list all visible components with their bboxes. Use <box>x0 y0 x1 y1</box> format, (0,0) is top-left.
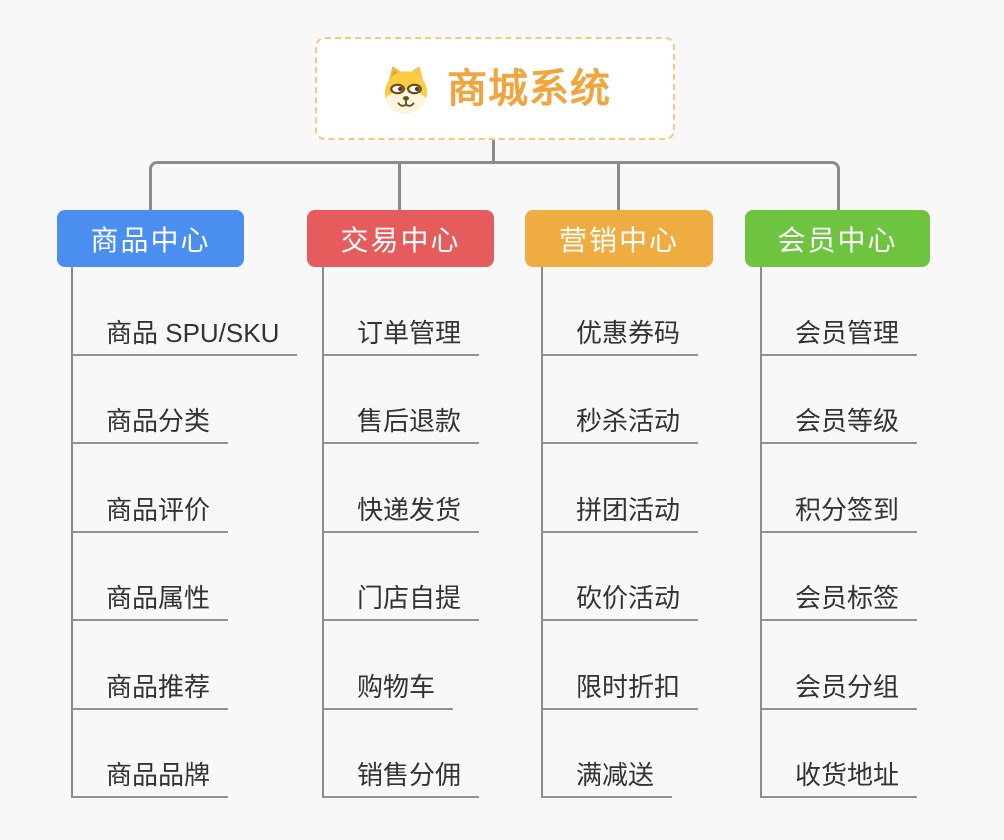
root-node[interactable]: 商城系统 <box>315 37 675 140</box>
branch-node-product-center[interactable]: 商品中心 <box>57 210 244 267</box>
branch-node-marketing-center[interactable]: 营销中心 <box>525 210 713 267</box>
leaf-node-product-recommend[interactable]: 商品推荐 <box>73 674 229 710</box>
leaf-node-product-brand[interactable]: 商品品牌 <box>73 762 229 798</box>
leaf-node-shipping-address[interactable]: 收货地址 <box>762 762 918 798</box>
leaf-node-shopping-cart[interactable]: 购物车 <box>324 674 454 710</box>
leaf-node-flash-sale[interactable]: 秒杀活动 <box>543 408 699 444</box>
leaf-node-bargain-activity[interactable]: 砍价活动 <box>543 585 699 621</box>
leaf-node-order-management[interactable]: 订单管理 <box>324 320 480 356</box>
leaf-node-product-category[interactable]: 商品分类 <box>73 408 229 444</box>
leaf-node-member-management[interactable]: 会员管理 <box>762 320 918 356</box>
branch-label: 营销中心 <box>558 224 679 256</box>
branch-3-children-group: 优惠券码 秒杀活动 拼团活动 砍价活动 限时折扣 满减送 <box>541 267 699 798</box>
leaf-node-product-spu-sku[interactable]: 商品 SPU/SKU <box>73 320 298 356</box>
leaf-node-product-review[interactable]: 商品评价 <box>73 497 229 533</box>
leaf-node-member-group[interactable]: 会员分组 <box>762 674 918 710</box>
connector-bus <box>149 161 840 210</box>
leaf-node-sales-commission[interactable]: 销售分佣 <box>324 762 480 798</box>
leaf-node-coupon-code[interactable]: 优惠券码 <box>543 320 699 356</box>
branch-node-trade-center[interactable]: 交易中心 <box>307 210 494 267</box>
connector-root-drop <box>492 140 495 164</box>
leaf-node-limited-time-discount[interactable]: 限时折扣 <box>543 674 699 710</box>
leaf-node-group-buy[interactable]: 拼团活动 <box>543 497 699 533</box>
root-node-title: 商城系统 <box>447 66 611 111</box>
dog-face-icon <box>384 65 428 113</box>
branch-4-children-group: 会员管理 会员等级 积分签到 会员标签 会员分组 收货地址 <box>760 267 918 798</box>
branch-label: 交易中心 <box>340 224 461 256</box>
connector-drop-branch-2 <box>398 164 401 210</box>
leaf-node-member-tag[interactable]: 会员标签 <box>762 585 918 621</box>
branch-1-children-group: 商品 SPU/SKU 商品分类 商品评价 商品属性 商品推荐 商品品牌 <box>71 267 298 798</box>
leaf-node-express-delivery[interactable]: 快递发货 <box>324 497 480 533</box>
leaf-node-spend-and-save[interactable]: 满减送 <box>543 762 673 798</box>
leaf-node-member-level[interactable]: 会员等级 <box>762 408 918 444</box>
branch-label: 会员中心 <box>777 224 898 256</box>
branch-2-children-group: 订单管理 售后退款 快递发货 门店自提 购物车 销售分佣 <box>322 267 480 798</box>
connector-drop-branch-3 <box>617 164 620 210</box>
leaf-node-store-pickup[interactable]: 门店自提 <box>324 585 480 621</box>
branch-label: 商品中心 <box>90 224 211 256</box>
leaf-node-product-attribute[interactable]: 商品属性 <box>73 585 229 621</box>
leaf-node-points-checkin[interactable]: 积分签到 <box>762 497 918 533</box>
leaf-node-aftersale-refund[interactable]: 售后退款 <box>324 408 480 444</box>
branch-node-member-center[interactable]: 会员中心 <box>745 210 930 267</box>
